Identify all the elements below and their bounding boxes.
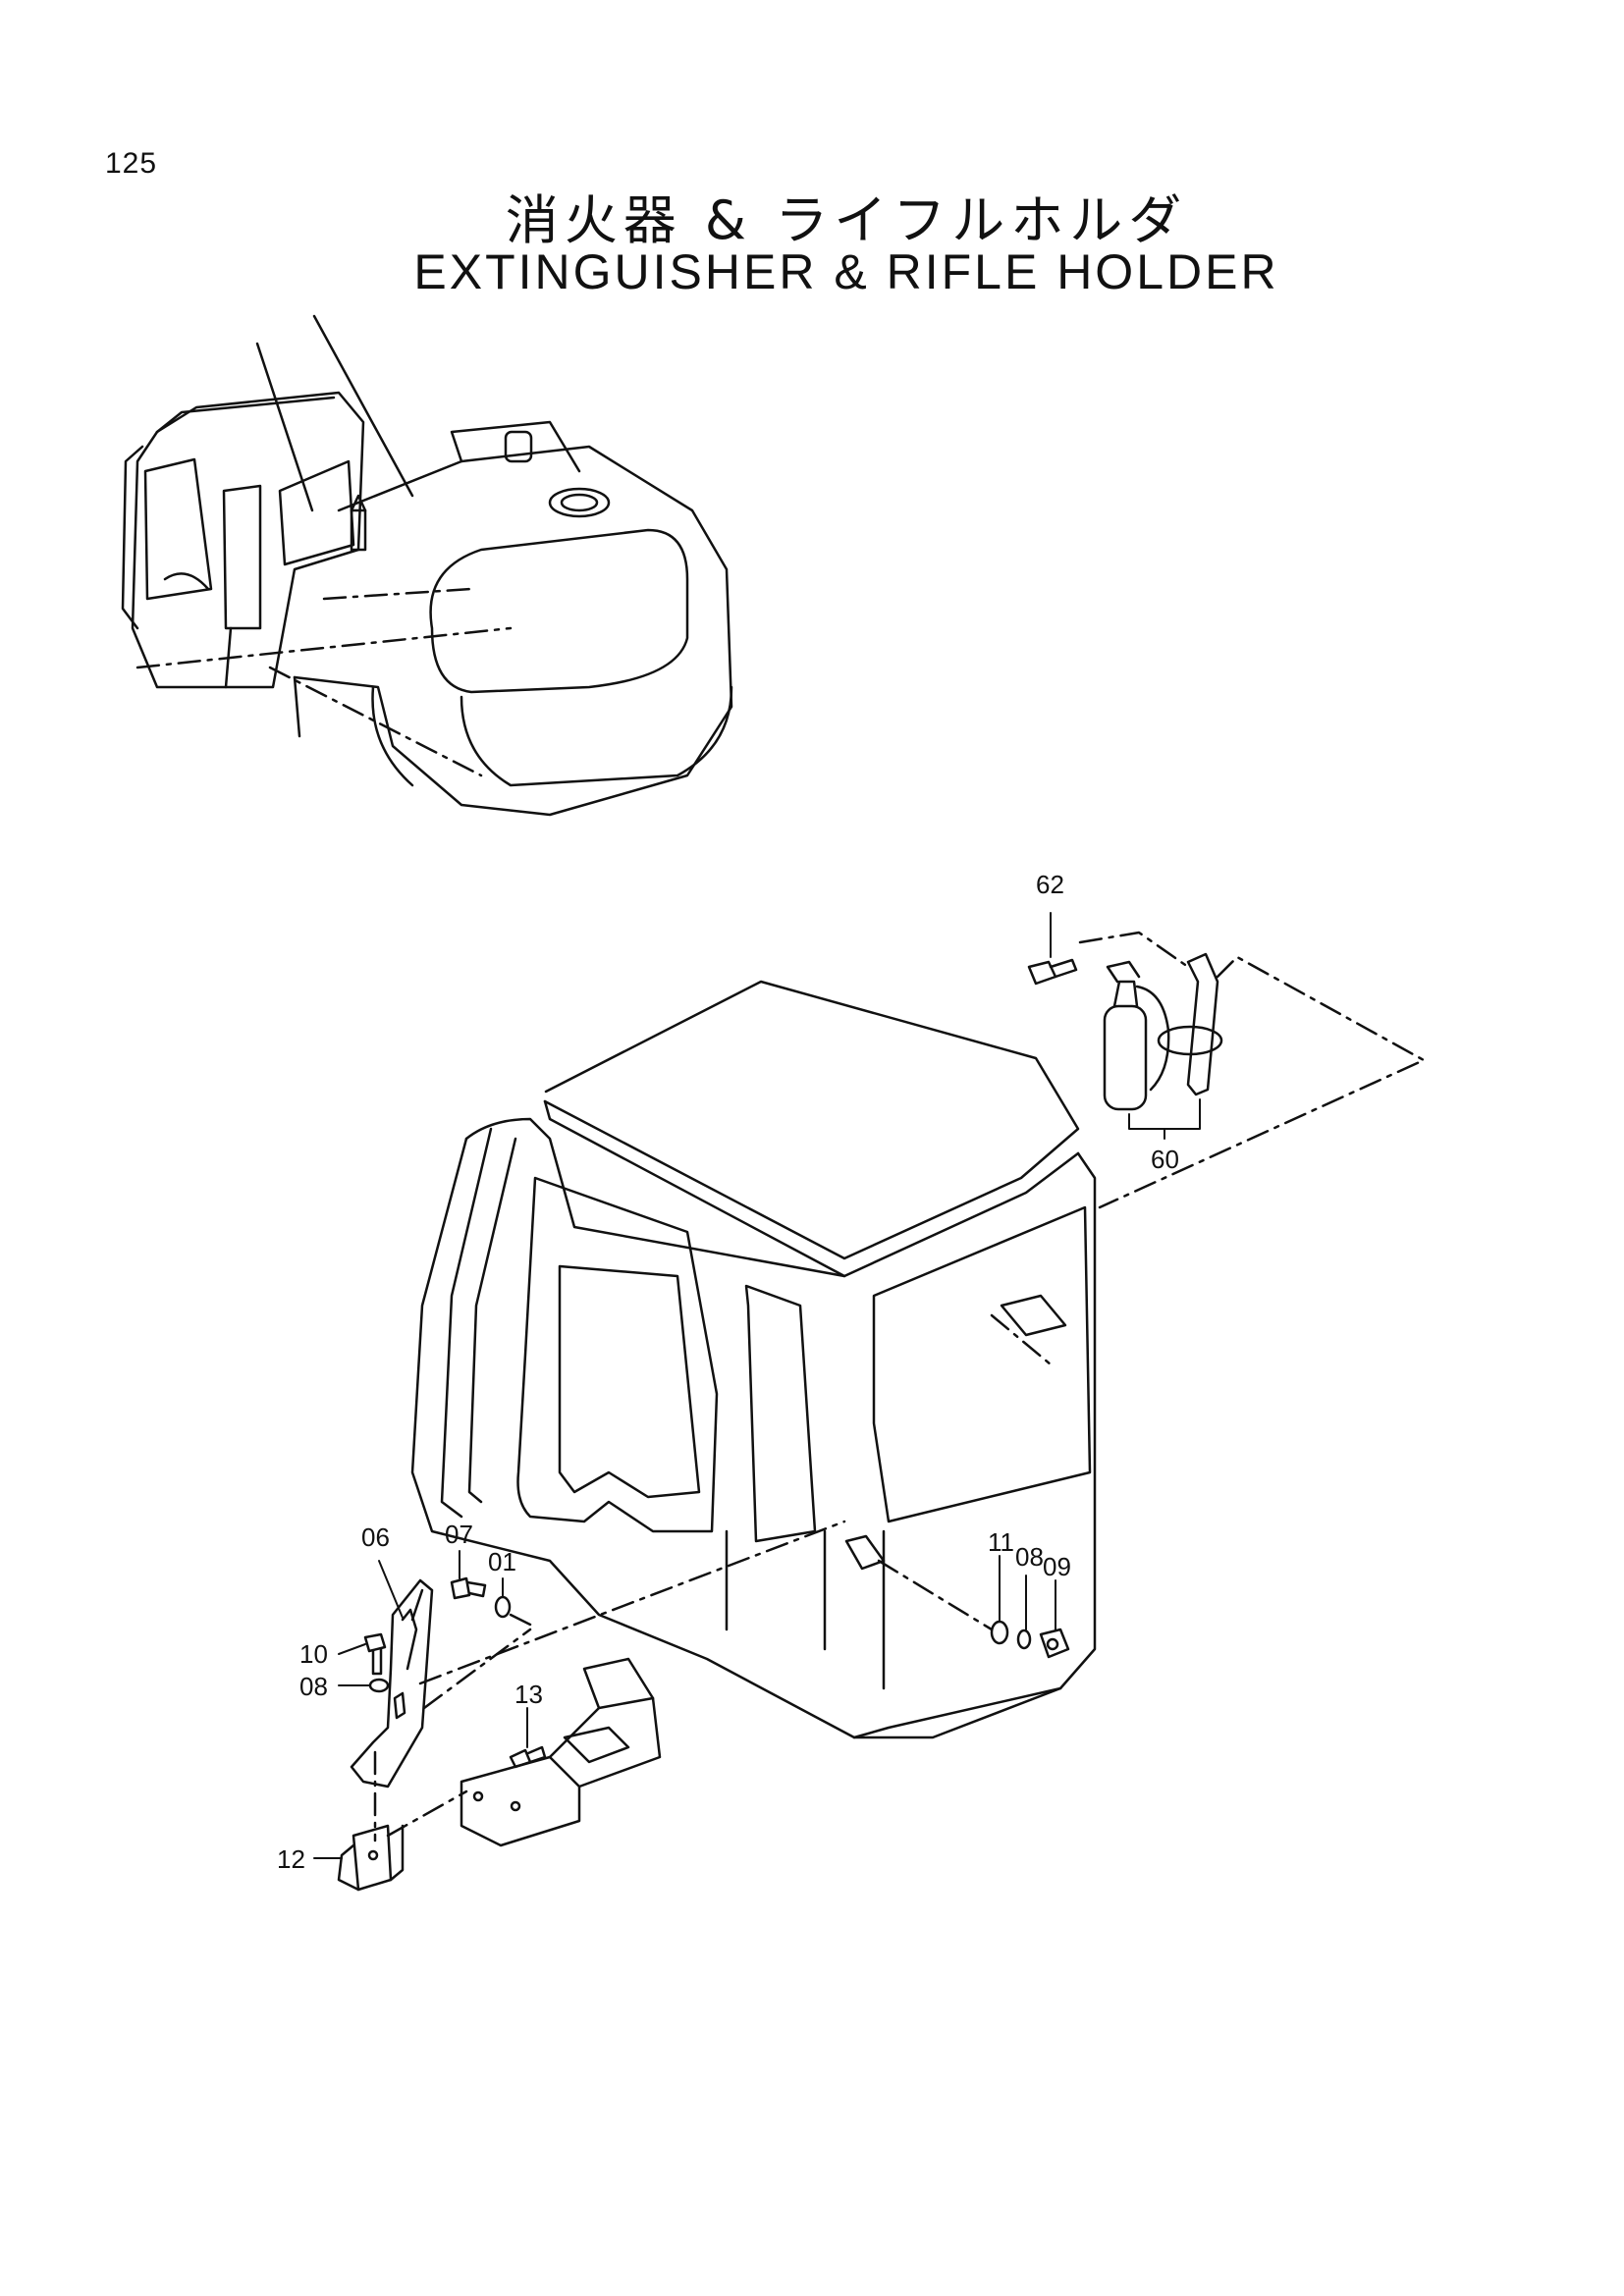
callout-10: 10 bbox=[299, 1639, 328, 1669]
title-english: EXTINGUISHER & RIFLE HOLDER bbox=[413, 244, 1279, 299]
leader-lines bbox=[313, 1550, 1056, 1859]
overview-excavator bbox=[121, 314, 733, 817]
callout-12: 12 bbox=[277, 1844, 305, 1874]
extinguisher-assembly bbox=[1027, 912, 1426, 1209]
callout-07: 07 bbox=[445, 1520, 473, 1549]
callout-06: 06 bbox=[361, 1522, 390, 1552]
page-number: 125 bbox=[105, 147, 158, 180]
callout-60: 60 bbox=[1151, 1145, 1179, 1174]
callout-08-right: 08 bbox=[1015, 1542, 1044, 1572]
callout-62: 62 bbox=[1036, 870, 1064, 899]
callout-08-left: 08 bbox=[299, 1672, 328, 1701]
title-japanese: 消火器 & ライフルホルダ bbox=[505, 189, 1188, 251]
callout-11: 11 bbox=[988, 1527, 1014, 1557]
callout-01: 01 bbox=[488, 1547, 516, 1576]
rifle-holder-assembly bbox=[337, 1520, 846, 1892]
callout-13: 13 bbox=[514, 1680, 543, 1709]
callout-09: 09 bbox=[1043, 1552, 1071, 1581]
mount-hardware bbox=[877, 1559, 1070, 1659]
main-cab bbox=[410, 980, 1097, 1739]
